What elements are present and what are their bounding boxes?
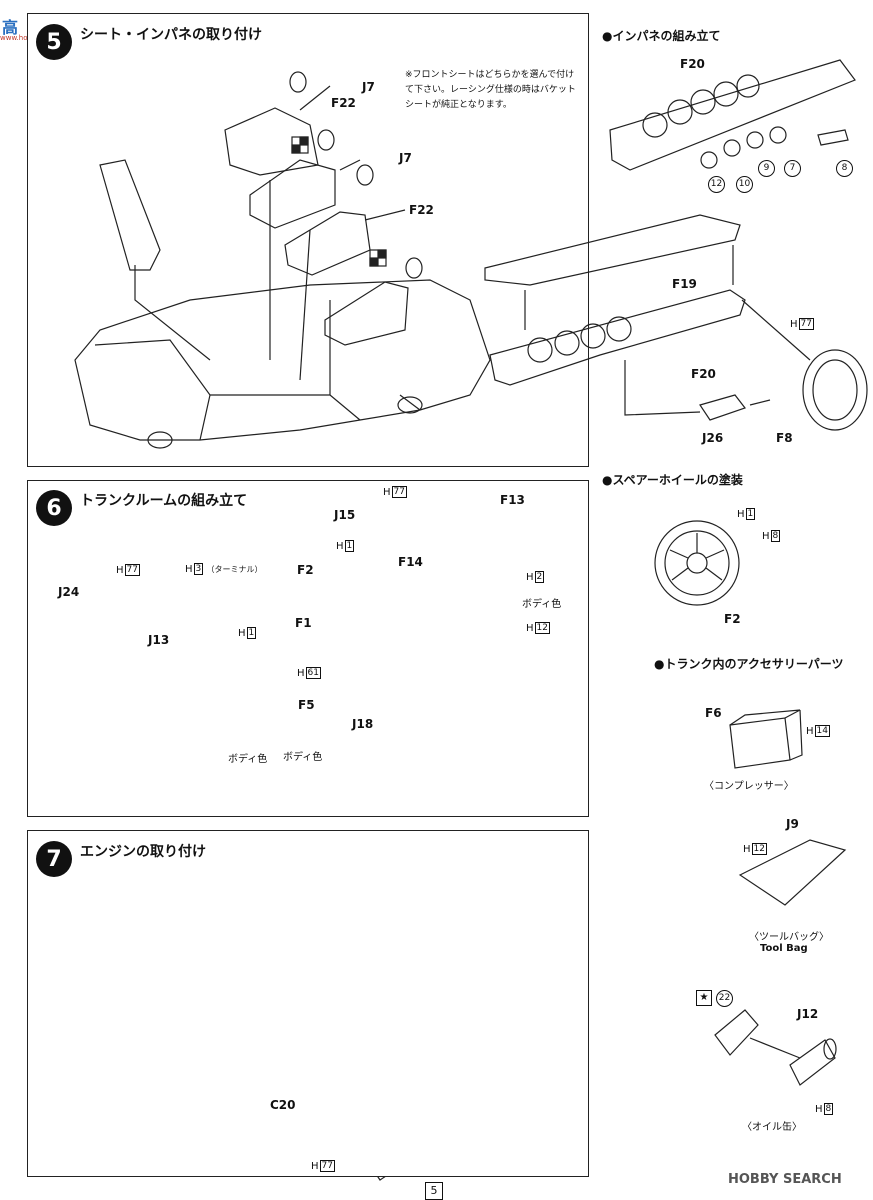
step-6-number: 6 bbox=[36, 490, 72, 526]
step5-car-body bbox=[74, 279, 491, 441]
label-j12: J12 bbox=[797, 1007, 819, 1021]
toolbag-caption-jp: 〈ツールバッグ〉 bbox=[749, 932, 829, 943]
circle-12: 12 bbox=[708, 176, 725, 193]
step-5-number: 5 bbox=[36, 24, 72, 60]
step-7-number: 7 bbox=[36, 841, 72, 877]
oilcan bbox=[789, 1039, 836, 1086]
label-j7-a: J7 bbox=[362, 80, 375, 94]
hbox-1-spare: 1 bbox=[745, 508, 756, 520]
label-j7-b: J7 bbox=[399, 151, 412, 165]
label-j18: J18 bbox=[352, 717, 374, 731]
circle-8: 8 bbox=[836, 160, 853, 177]
hbox-77: 77 bbox=[798, 318, 814, 330]
panel-circles: 12 10 9 7 8 bbox=[708, 160, 858, 196]
star-icon: ★ bbox=[696, 990, 712, 1006]
oilcan-decal bbox=[714, 1009, 759, 1056]
hbox-1b: 1 bbox=[344, 540, 355, 552]
panel-section-title: ●インパネの組み立て bbox=[602, 29, 721, 43]
step5-seat-2 bbox=[249, 159, 336, 229]
hbox-14: 14 bbox=[814, 725, 830, 737]
step-7-title: エンジンの取り付け bbox=[80, 844, 206, 860]
hbox-1-s6: 1 bbox=[246, 627, 257, 639]
step5-seatback bbox=[99, 159, 161, 271]
label-body-color-b: ボディ色 bbox=[522, 599, 562, 610]
label-f13: F13 bbox=[500, 493, 525, 507]
step-5-title: シート・インパネの取り付け bbox=[80, 27, 262, 43]
label-body-color-a: ボディ色 bbox=[228, 754, 268, 765]
page-number: 5 bbox=[425, 1182, 443, 1200]
label-f8: F8 bbox=[776, 431, 793, 445]
step5-seat-3 bbox=[284, 211, 371, 276]
spare-wheel-f2 bbox=[654, 520, 740, 606]
watermark-logo-glyph: 高 bbox=[2, 18, 19, 37]
label-f19: F19 bbox=[672, 277, 697, 291]
circle-7: 7 bbox=[784, 160, 801, 177]
step-6-panel bbox=[27, 480, 589, 817]
terminal-note: （ターミナル） bbox=[206, 565, 263, 574]
hbox-8-oilcan: 8 bbox=[823, 1103, 834, 1115]
label-f14: F14 bbox=[398, 555, 423, 569]
label-f6: F6 bbox=[705, 706, 722, 720]
label-j15: J15 bbox=[334, 508, 356, 522]
hbox-3: 3 bbox=[193, 563, 204, 575]
label-f22-b: F22 bbox=[409, 203, 434, 217]
label-j26: J26 bbox=[702, 431, 724, 445]
label-c20: C20 bbox=[270, 1098, 296, 1112]
decal-circle-22: 22 bbox=[716, 990, 733, 1007]
hbox-77b: 77 bbox=[391, 486, 407, 498]
step-7-panel bbox=[27, 830, 589, 1177]
toolbag bbox=[738, 839, 847, 906]
step-5-note: ※フロントシートはどちらかを選んで付けて下さい。レーシング仕様の時はバケットシー… bbox=[405, 70, 576, 110]
label-body-color-c: ボディ色 bbox=[283, 752, 323, 763]
hbox-2: 2 bbox=[534, 571, 545, 583]
dash-f19 bbox=[484, 214, 741, 286]
hbox-77-s7: 77 bbox=[319, 1160, 335, 1172]
spare-section-title: ●スペアーホイールの塗装 bbox=[602, 473, 743, 487]
hbox-61: 61 bbox=[305, 667, 321, 679]
watermark-bottom: HOBBY SEARCH bbox=[728, 1172, 842, 1187]
hbox-12: 12 bbox=[534, 622, 550, 634]
label-f2-s6: F2 bbox=[297, 563, 314, 577]
dash-f20 bbox=[489, 289, 746, 386]
compressor bbox=[729, 717, 791, 769]
label-j24: J24 bbox=[58, 585, 80, 599]
label-j13: J13 bbox=[148, 633, 170, 647]
label-j9: J9 bbox=[786, 817, 799, 831]
step-5-panel bbox=[27, 13, 589, 467]
label-f5: F5 bbox=[298, 698, 315, 712]
step5-seat-4 bbox=[324, 281, 409, 346]
trunk-section-title: ●トランク内のアクセサリーパーツ bbox=[654, 657, 844, 671]
hbox-12-toolbag: 12 bbox=[751, 843, 767, 855]
oilcan-caption: 〈オイル缶〉 bbox=[742, 1122, 802, 1133]
label-f22-a: F22 bbox=[331, 96, 356, 110]
label-f20-dash: F20 bbox=[691, 367, 716, 381]
circle-9: 9 bbox=[758, 160, 775, 177]
label-f2-spare: F2 bbox=[724, 612, 741, 626]
steering-wheel bbox=[802, 349, 868, 431]
panel-part-f20: F20 bbox=[680, 57, 705, 71]
compressor-caption: 〈コンプレッサー〉 bbox=[704, 781, 794, 792]
hbox-8-spare: 8 bbox=[770, 530, 781, 542]
toolbag-caption-en: Tool Bag bbox=[760, 943, 808, 954]
step-6-title: トランクルームの組み立て bbox=[80, 493, 248, 509]
panel-f20-top bbox=[609, 59, 856, 171]
circle-10: 10 bbox=[736, 176, 753, 193]
label-f1: F1 bbox=[295, 616, 312, 630]
hbox-77-s6: 77 bbox=[124, 564, 140, 576]
